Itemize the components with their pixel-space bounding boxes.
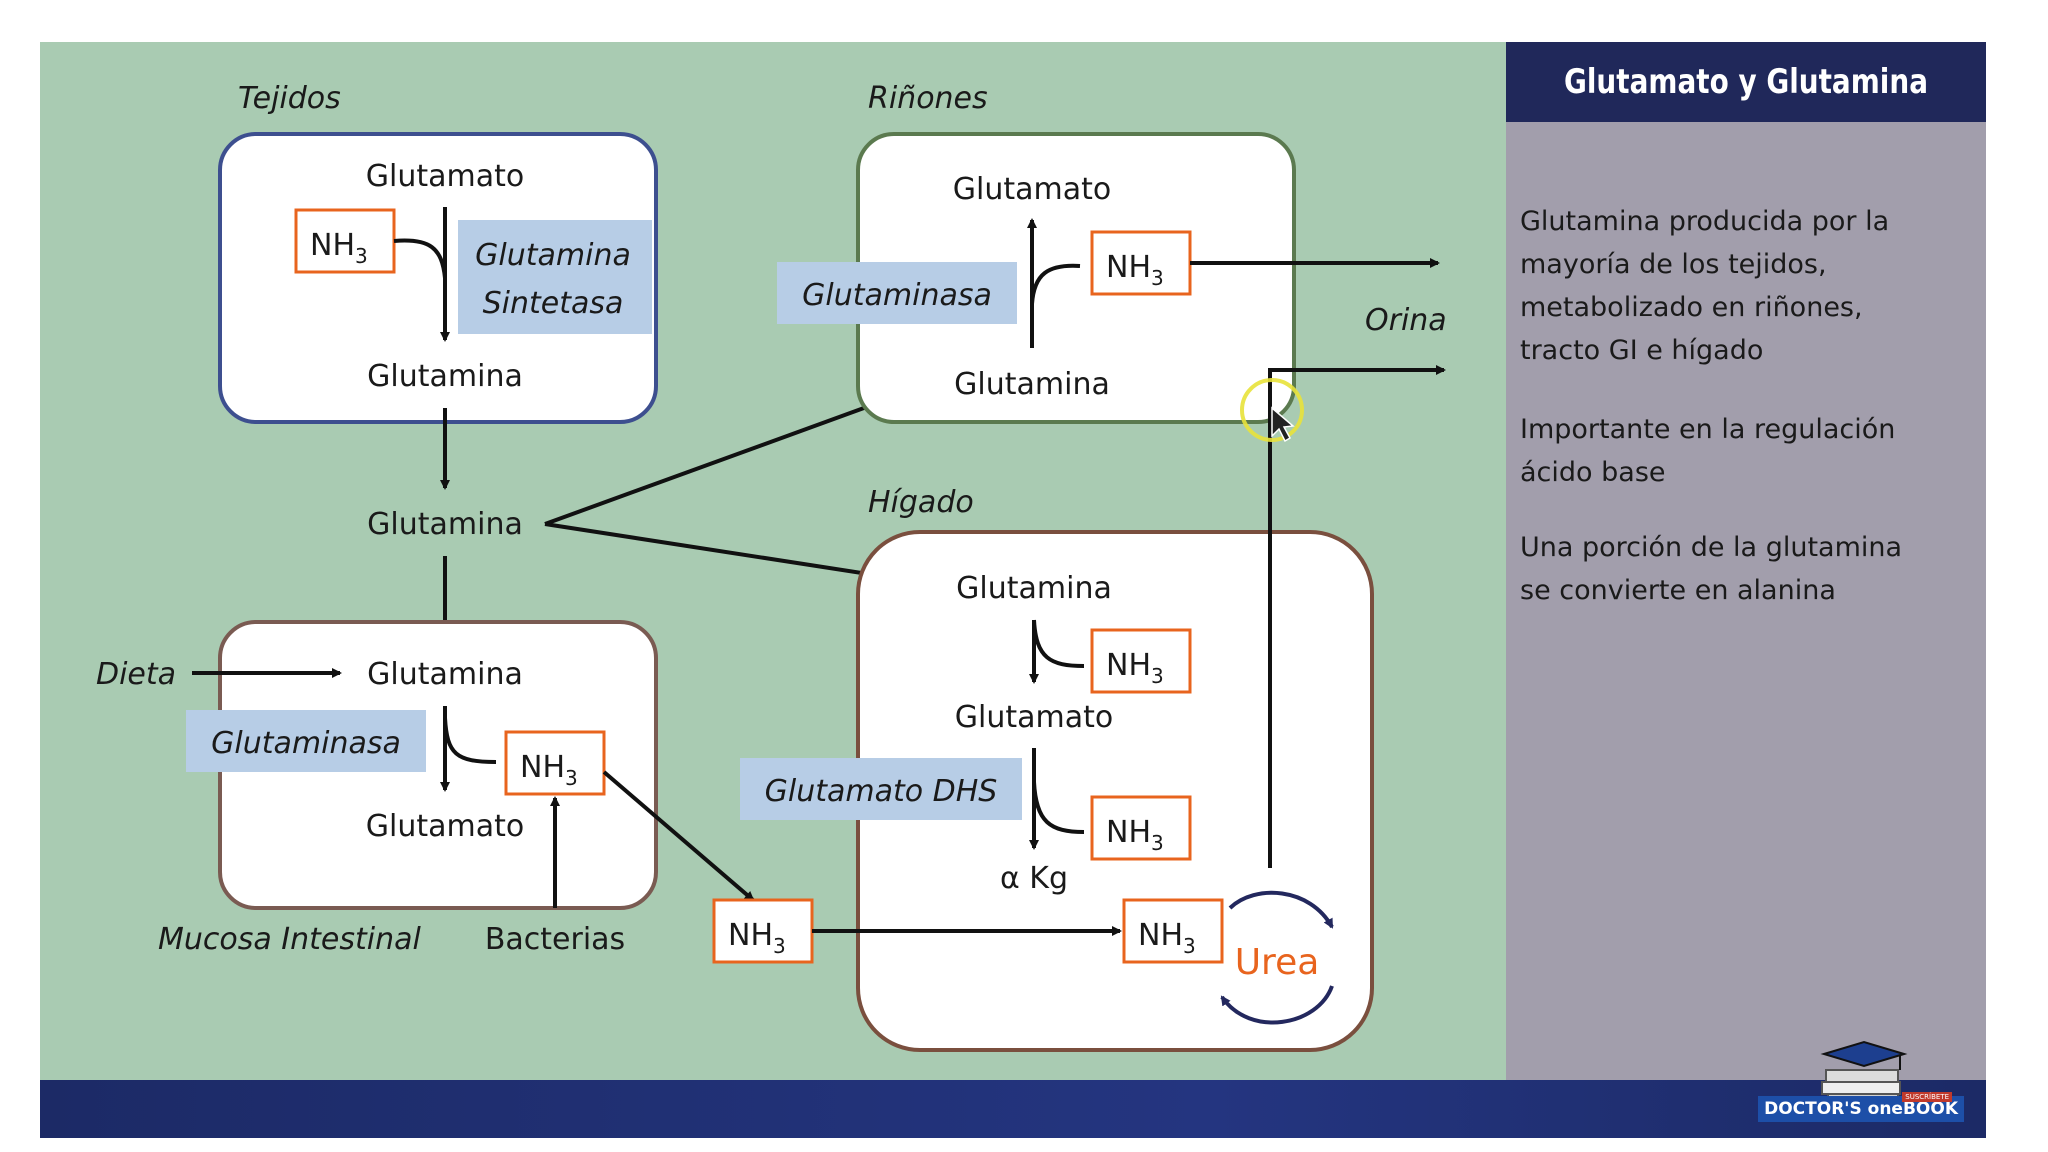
label-orina: Orina	[1365, 303, 1447, 338]
arrow-mucosa-nh3	[602, 770, 755, 902]
higado-nh3-2: NH3	[1106, 815, 1164, 855]
higado-enzyme-bg	[740, 758, 1022, 820]
rinones-enzyme-bg	[777, 262, 1017, 324]
tejidos-nh3-box	[294, 208, 396, 274]
mucosa-glutamato: Glutamato	[366, 809, 524, 844]
higado-enzyme: Glutamato DHS	[765, 774, 998, 809]
tejidos-nh3: NH3	[310, 228, 368, 268]
mucosa-glutamina: Glutamina	[367, 657, 523, 692]
mucosa-nh3-box	[504, 730, 606, 796]
mouse-pointer-icon	[1271, 406, 1295, 443]
bottom-bar	[40, 1080, 1986, 1138]
side-panel: Glutamato y Glutamina Glutamina producid…	[1506, 42, 1986, 1080]
label-dieta: Dieta	[96, 657, 176, 692]
higado-nh3-box-1	[1090, 628, 1192, 694]
higado-curve-2	[1032, 781, 1085, 834]
cursor-highlight	[1240, 378, 1304, 442]
subscribe-badge[interactable]: SUSCRÍBETE	[1902, 1092, 1952, 1102]
label-tejidos: Tejidos	[238, 81, 341, 116]
higado-nh3-3: NH3	[1138, 918, 1196, 958]
rinones-nh3-curve	[1030, 263, 1081, 305]
label-mucosa: Mucosa Intestinal	[158, 922, 422, 957]
tejidos-enzyme-line1: Glutamina	[475, 238, 631, 273]
urea-label: Urea	[1235, 942, 1320, 983]
rinones-nh3: NH3	[1106, 250, 1164, 290]
tejidos-box	[218, 132, 658, 424]
higado-nh3-box-2	[1090, 795, 1192, 861]
tejidos-glutamina: Glutamina	[367, 359, 523, 394]
center-glutamina: Glutamina	[367, 507, 523, 542]
higado-nh3-1: NH3	[1106, 648, 1164, 688]
rinones-enzyme: Glutaminasa	[802, 278, 992, 313]
higado-akg: α Kg	[1000, 861, 1068, 896]
glutamine-flow-diagram: Tejidos Glutamato Glutamina Sintetasa NH…	[96, 81, 1447, 1052]
mucosa-enzyme: Glutaminasa	[211, 726, 401, 761]
label-rinones: Riñones	[868, 81, 988, 116]
urea-cycle-lower	[1220, 985, 1334, 1025]
label-higado: Hígado	[868, 485, 974, 520]
rinones-glutamato: Glutamato	[953, 172, 1111, 207]
panel-title: Glutamato y Glutamina	[1506, 42, 1986, 122]
free-nh3: NH3	[728, 918, 786, 958]
higado-curve-1	[1032, 619, 1085, 668]
side-paragraph-2: Importante en la regulación ácido base	[1520, 414, 1896, 488]
rinones-glutamina: Glutamina	[954, 367, 1110, 402]
diagram-area: Tejidos Glutamato Glutamina Sintetasa NH…	[40, 42, 1506, 1080]
free-nh3-box	[712, 898, 814, 964]
urea-cycle-upper	[1228, 890, 1334, 929]
side-paragraph-3: Una porción de la glutamina se convierte…	[1520, 532, 1903, 606]
higado-nh3-box-3	[1122, 898, 1224, 964]
tejidos-glutamato: Glutamato	[366, 159, 524, 194]
urea-to-orina-arrow	[1268, 365, 1446, 868]
slide: Tejidos Glutamato Glutamina Sintetasa NH…	[40, 42, 1986, 1138]
tejidos-enzyme-bg	[458, 220, 652, 334]
mucosa-enzyme-bg	[186, 710, 426, 772]
tejidos-enzyme-line2: Sintetasa	[483, 286, 624, 321]
mucosa-nh3: NH3	[520, 750, 578, 790]
mucosa-nh3-curve	[443, 717, 497, 764]
side-paragraph-1: Glutamina producida por la mayoría de lo…	[1520, 206, 1890, 366]
higado-glutamina: Glutamina	[956, 571, 1112, 606]
higado-glutamato: Glutamato	[955, 700, 1113, 735]
label-bacterias: Bacterias	[485, 922, 625, 957]
